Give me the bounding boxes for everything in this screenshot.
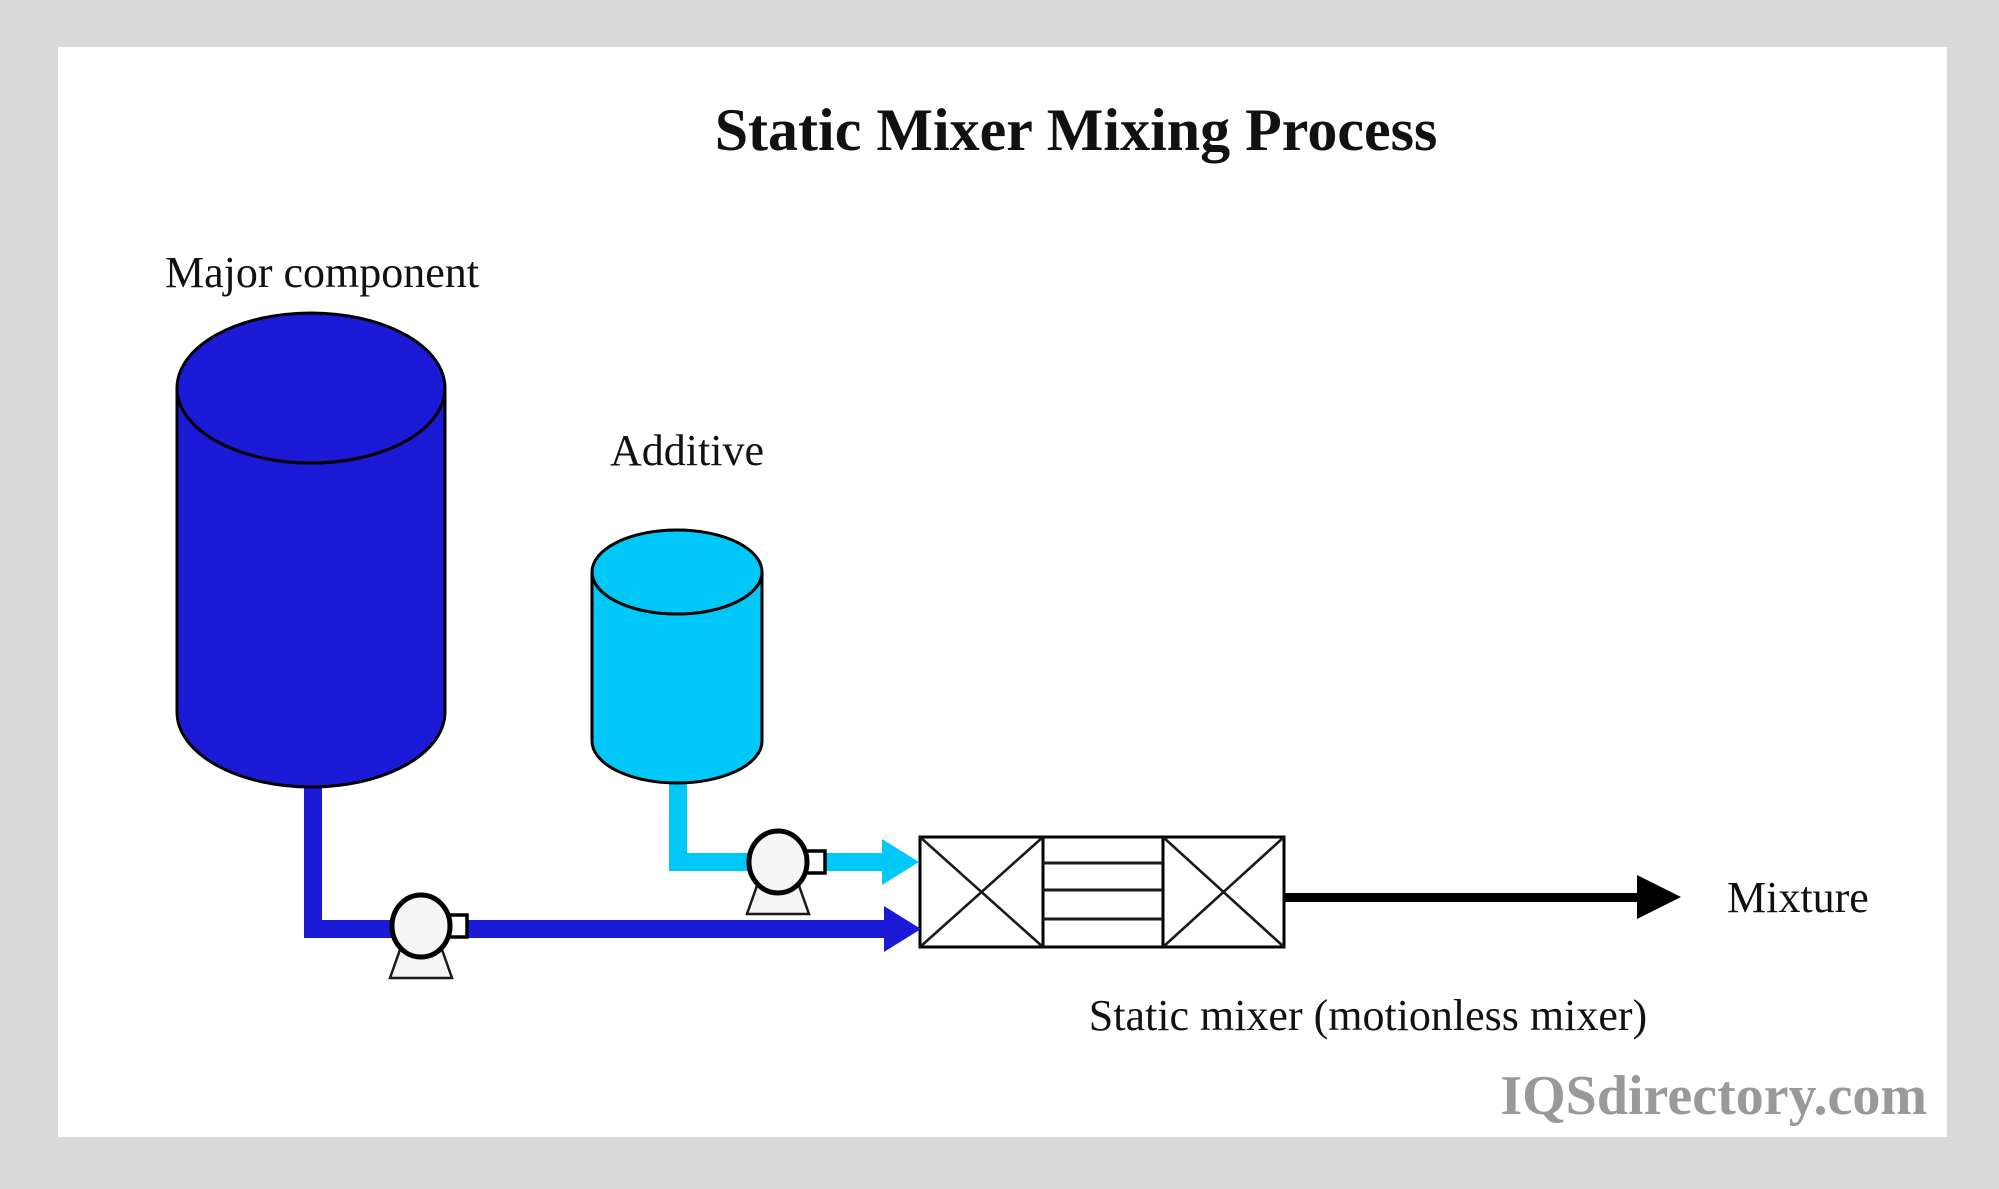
major-component-tank: [175, 311, 447, 789]
major-pump-body: [389, 892, 453, 960]
additive-pump-body: [746, 828, 810, 896]
mixer-element-left: [919, 836, 1044, 948]
mixer-housing: [918, 835, 1286, 949]
major-tank-top: [175, 311, 447, 465]
static-mixer-symbol: [918, 835, 1286, 949]
additive-flow-arrow-icon: [882, 839, 919, 885]
output-line: [1283, 893, 1639, 902]
major-pipe-vertical: [304, 770, 322, 938]
mixer-element-right: [1162, 836, 1285, 948]
mixture-output-pipe: [1283, 875, 1681, 919]
mixer-element-middle: [1043, 861, 1163, 921]
output-arrow-icon: [1637, 875, 1681, 919]
additive-pipe-vertical: [669, 770, 687, 871]
mixture-label: Mixture: [1727, 873, 1869, 922]
major-pump-icon: [388, 892, 469, 980]
major-component-label: Major component: [165, 248, 479, 297]
additive-tank-top: [590, 528, 764, 616]
additive-pump-icon: [745, 828, 827, 916]
major-flow-arrow-icon: [884, 906, 921, 952]
watermark: IQSdirectory.com: [1500, 1065, 1927, 1127]
additive-label: Additive: [610, 426, 764, 475]
static-mixer-label: Static mixer (motionless mixer): [1089, 991, 1647, 1040]
additive-tank: [590, 528, 764, 785]
page-title: Static Mixer Mixing Process: [715, 97, 1438, 163]
